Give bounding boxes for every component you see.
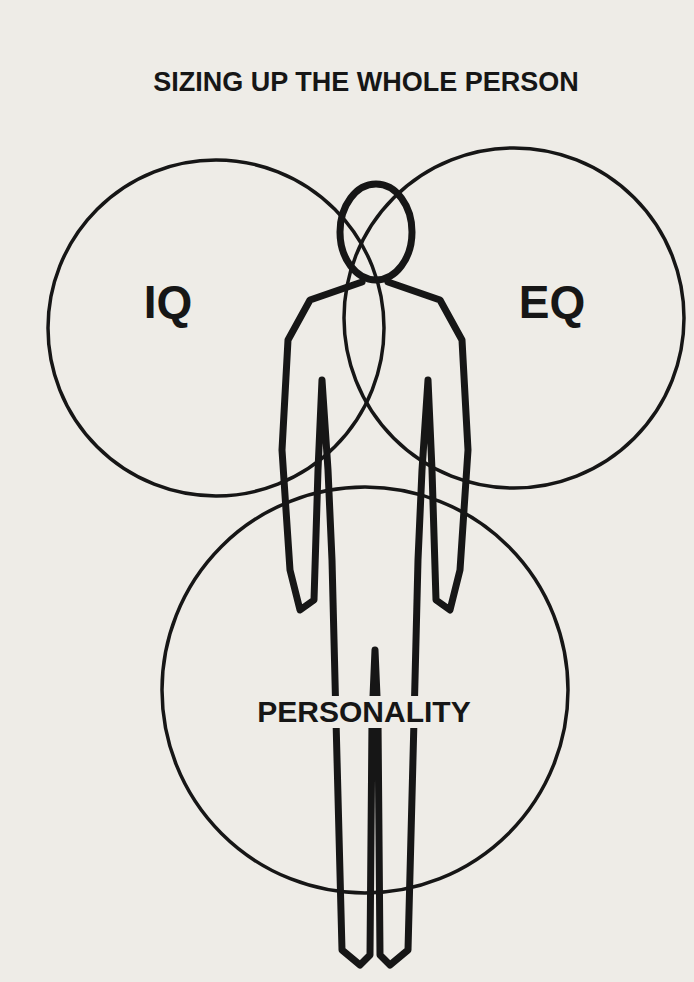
circle-outline xyxy=(48,160,384,496)
venn-circle: PERSONALITY xyxy=(160,485,570,895)
title: SIZING UP THE WHOLE PERSON xyxy=(153,67,579,98)
circle-label: EQ xyxy=(515,278,589,326)
circle-label: IQ xyxy=(140,278,197,326)
venn-circle: EQ xyxy=(342,146,686,490)
circle-outline xyxy=(344,148,684,488)
circle-label: PERSONALITY xyxy=(253,696,474,728)
venn-circle: IQ xyxy=(46,158,386,498)
circle-outline xyxy=(160,485,570,895)
circle-outline xyxy=(46,158,386,498)
circle-outline xyxy=(162,487,568,893)
